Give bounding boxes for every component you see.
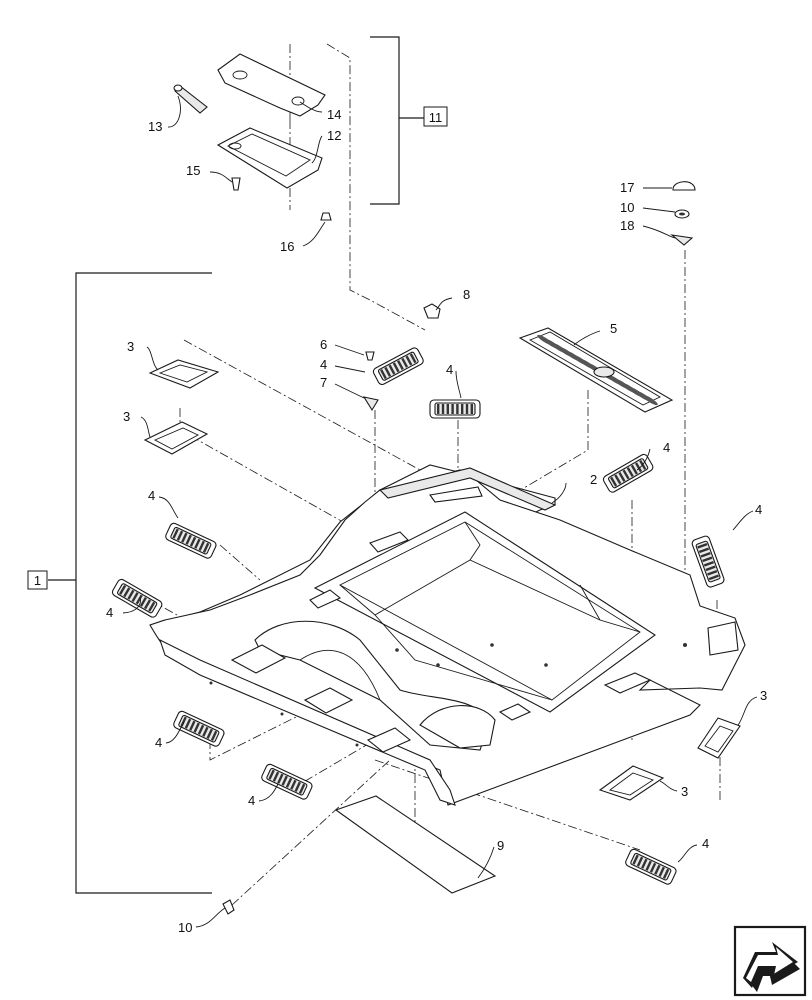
vent-4-c <box>602 453 654 493</box>
callout-17: 17 <box>620 180 634 195</box>
callout-4-c: 4 <box>663 440 670 455</box>
vent-4-i <box>625 848 677 885</box>
callout-4-g: 4 <box>155 735 162 750</box>
vent-4-a <box>372 347 424 386</box>
screw-6 <box>365 351 375 361</box>
callout-15: 15 <box>186 163 200 178</box>
clip-18 <box>670 234 694 246</box>
callout-11: 11 <box>429 110 443 125</box>
callout-1: 1 <box>34 573 41 588</box>
callout-14: 14 <box>327 107 341 122</box>
callout-2: 2 <box>590 472 597 487</box>
callout-9: 9 <box>497 838 504 853</box>
callout-4-b: 4 <box>446 362 453 377</box>
lamp-bulb-13 <box>173 84 208 114</box>
bracket-assembly-11 <box>370 36 424 205</box>
nut-16 <box>320 212 332 221</box>
clip-7 <box>362 396 379 412</box>
bracket-assembly-1 <box>48 272 212 894</box>
callout-12: 12 <box>327 128 341 143</box>
callout-4-i: 4 <box>702 836 709 851</box>
callout-5: 5 <box>610 321 617 336</box>
vent-4-f <box>111 578 163 618</box>
callout-box-1 <box>27 570 48 590</box>
callout-box-11 <box>423 106 448 127</box>
callout-3-bottom: 3 <box>681 784 688 799</box>
vent-4-e <box>165 522 217 559</box>
gasket-3-right <box>697 717 741 759</box>
callout-4-f: 4 <box>106 605 113 620</box>
vent-4-b <box>429 399 481 419</box>
clip-8 <box>423 303 441 319</box>
callout-4-h: 4 <box>248 793 255 808</box>
callout-3-right: 3 <box>760 688 767 703</box>
callout-4-d: 4 <box>755 502 762 517</box>
vent-4-d <box>691 535 725 588</box>
callout-labels: 1 11 2 3 3 3 3 4 4 4 4 4 4 4 4 4 5 6 7 8… <box>34 107 767 935</box>
callout-3-middle: 3 <box>123 409 130 424</box>
leader-lines <box>122 95 758 928</box>
callout-6: 6 <box>320 337 327 352</box>
callout-4-a: 4 <box>320 357 327 372</box>
callout-3-top: 3 <box>127 339 134 354</box>
next-page-arrow-icon[interactable] <box>733 925 807 997</box>
washer-10 <box>674 209 690 219</box>
callout-8: 8 <box>463 287 470 302</box>
vent-4-g <box>173 710 225 747</box>
trim-strip-9 <box>334 795 497 894</box>
callout-18: 18 <box>620 218 634 233</box>
callout-10-bottom: 10 <box>178 920 192 935</box>
vent-group-4 <box>111 347 725 885</box>
callout-13: 13 <box>148 119 162 134</box>
gasket-3-middle <box>143 421 209 455</box>
callout-7: 7 <box>320 375 327 390</box>
screw-15 <box>231 177 241 191</box>
callout-16: 16 <box>280 239 294 254</box>
headliner-panel <box>149 464 746 806</box>
knob-17 <box>672 181 696 191</box>
callout-10-top: 10 <box>620 200 634 215</box>
lamp-housing-12 <box>216 127 323 189</box>
gasket-3-bottom <box>598 765 665 801</box>
vent-panel-5 <box>518 327 674 413</box>
screw-10-bottom <box>222 899 235 915</box>
callout-4-e: 4 <box>148 488 155 503</box>
vent-4-h <box>261 763 313 800</box>
dome-lamp-cover-14 <box>217 53 326 117</box>
gasket-3-top <box>148 359 220 389</box>
